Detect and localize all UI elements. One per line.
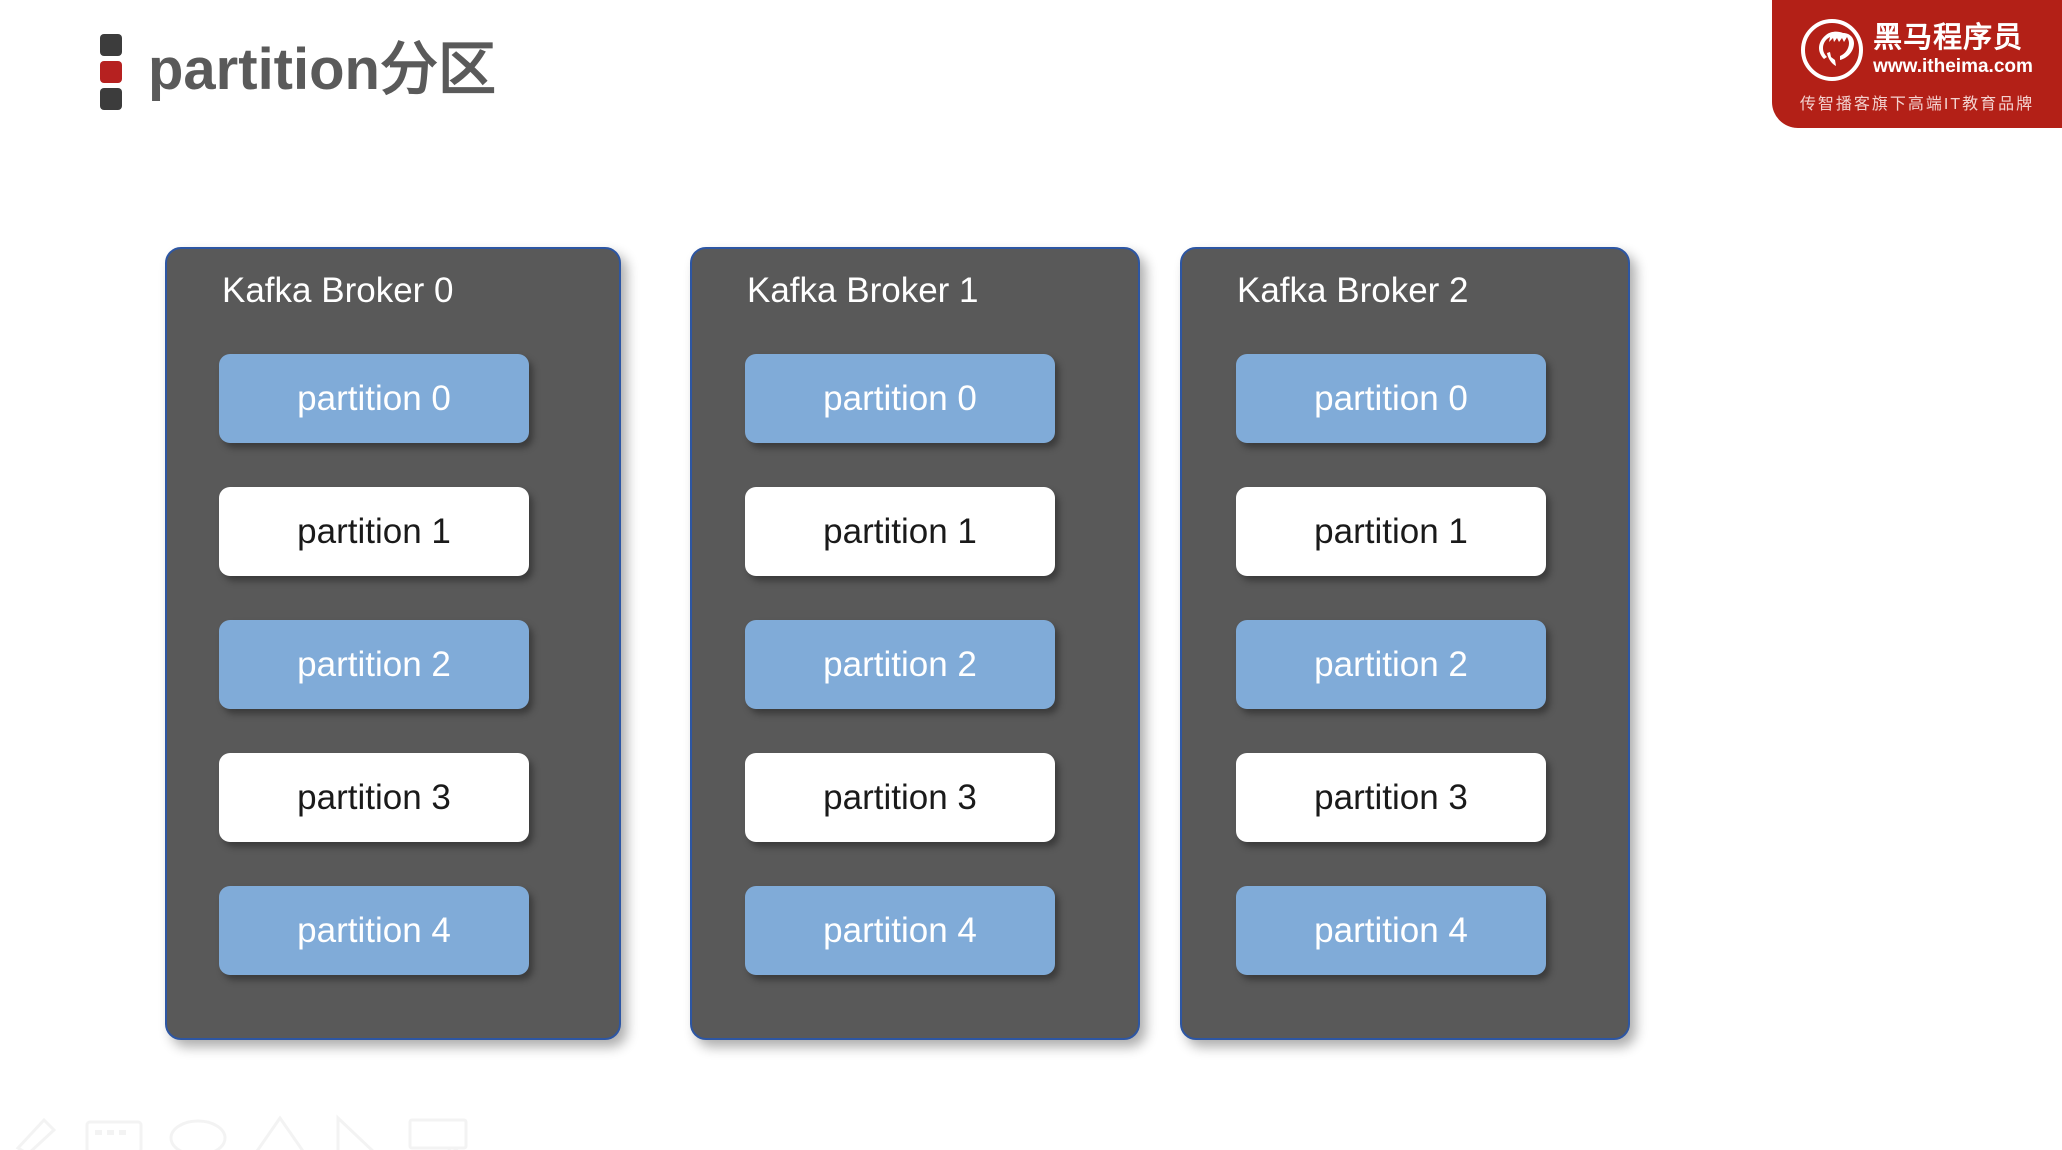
brand-tagline: 传智播客旗下高端IT教育品牌 [1799,95,2035,113]
broker-panel-0: Kafka Broker 0 partition 0 partition 1 p… [165,247,621,1040]
partition-list: partition 0 partition 1 partition 2 part… [167,354,619,975]
partition-box[interactable]: partition 3 [1236,753,1546,842]
pencil-shape-icon [15,1117,57,1150]
partition-box[interactable]: partition 2 [219,620,529,709]
bullet-square-middle-icon [100,61,122,83]
slide-header: partition分区 黑马程序员 www.itheima.com 传智播客旗下… [0,0,2062,150]
partition-box[interactable]: partition 3 [745,753,1055,842]
partition-list: partition 0 partition 1 partition 2 part… [1182,354,1628,975]
triangle-shape-icon [255,1115,305,1150]
brand-texts: 黑马程序员 www.itheima.com [1873,21,2033,77]
brand-url: www.itheima.com [1873,55,2033,77]
partition-box[interactable]: partition 1 [745,487,1055,576]
brand-name: 黑马程序员 [1873,21,2024,54]
bullet-marker-icon [100,34,122,110]
horse-head-icon [1801,18,1864,81]
partition-box[interactable]: partition 0 [745,354,1055,443]
broker-title: Kafka Broker 1 [747,271,979,310]
partition-box[interactable]: partition 0 [1236,354,1546,443]
bullet-square-bottom-icon [100,88,122,110]
ellipse-shape-icon [169,1119,227,1150]
right-triangle-shape-icon [336,1114,374,1150]
brand-logo: 黑马程序员 www.itheima.com 传智播客旗下高端IT教育品牌 [1772,0,2062,128]
broker-panel-1: Kafka Broker 1 partition 0 partition 1 p… [690,247,1140,1040]
broker-panel-2: Kafka Broker 2 partition 0 partition 1 p… [1180,247,1630,1040]
partition-list: partition 0 partition 1 partition 2 part… [692,354,1138,975]
shape-tool-strip [14,1110,470,1150]
partition-box[interactable]: partition 2 [745,620,1055,709]
callout-shape-icon [408,1118,468,1150]
partition-box[interactable]: partition 4 [219,886,529,975]
broker-title: Kafka Broker 0 [222,271,454,310]
brand-row: 黑马程序员 www.itheima.com [1801,18,2033,81]
broker-title: Kafka Broker 2 [1237,271,1469,310]
partition-box[interactable]: partition 3 [219,753,529,842]
page-title: partition分区 [148,37,496,102]
partition-box[interactable]: partition 0 [219,354,529,443]
keyboard-shape-icon [85,1120,143,1150]
partition-box[interactable]: partition 1 [1236,487,1546,576]
partition-box[interactable]: partition 4 [1236,886,1546,975]
title-block: partition分区 [100,30,496,110]
partition-box[interactable]: partition 1 [219,487,529,576]
bullet-square-top-icon [100,34,122,56]
partition-box[interactable]: partition 4 [745,886,1055,975]
partition-box[interactable]: partition 2 [1236,620,1546,709]
